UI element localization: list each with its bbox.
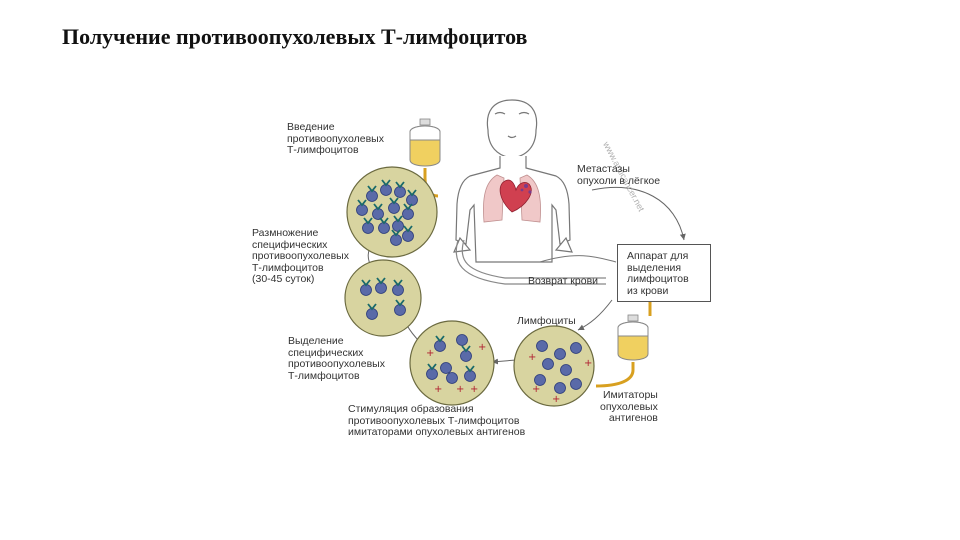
label-apparatus: Аппарат для выделения лимфоцитов из кров… (627, 250, 689, 297)
metastasis-arrow (591, 186, 686, 241)
lymphocyte-icon (542, 358, 554, 370)
label-metastases: Метастазы опухоли в лёгкое (577, 163, 661, 187)
lymphocyte-icon (356, 199, 368, 216)
antigen-icon: + (426, 348, 434, 359)
label-selection: Выделение специфических противоопухолевы… (288, 335, 385, 382)
lymphocyte-icon (534, 374, 546, 386)
lymphocyte-icon (366, 303, 378, 320)
lymphocyte-icon (392, 279, 404, 296)
antigen-icon: + (478, 342, 486, 353)
lymphocyte-icon (406, 189, 418, 206)
lymphocyte-icon (360, 279, 372, 296)
lymphocyte-icon (464, 365, 476, 382)
antigen-icon: + (552, 394, 560, 405)
lymphocyte-icon (362, 217, 374, 234)
lymphocyte-icon (570, 378, 582, 390)
lymphocyte-icon (378, 217, 390, 234)
lymphocyte-icon (375, 277, 387, 294)
label-stimulation: Стимуляция образования противоопухолевых… (348, 403, 526, 438)
page-title: Получение противоопухолевых Т-лимфоцитов (62, 24, 528, 49)
antigen-icon: + (434, 384, 442, 395)
infusion-bag-icon (409, 118, 441, 198)
lymphocyte-icon (560, 364, 572, 376)
lymphocyte-icon (402, 203, 414, 220)
label-infusion: Введение противоопухолевых Т-лимфоцитов (287, 121, 384, 156)
label-proliferation: Размножение специфических противоопухоле… (252, 227, 349, 285)
lymphocyte-icon (366, 185, 378, 202)
apparatus-box (617, 244, 711, 302)
lymphocyte-icon (460, 345, 472, 362)
label-blood-return: Возврат крови (528, 275, 599, 287)
infusion-bag-icon (595, 300, 652, 388)
label-lymphocytes: Лимфоциты (517, 315, 576, 327)
lymphocyte-icon (554, 382, 566, 394)
lymphocyte-icon (554, 348, 566, 360)
lymphocyte-icon (388, 197, 400, 214)
human-figure-icon (453, 99, 573, 263)
lymphocyte-icon (570, 342, 582, 354)
lymphocyte-icon (456, 334, 468, 346)
antigen-icon: + (470, 384, 478, 395)
lymphocyte-icon (394, 181, 406, 198)
lymphocyte-icon (402, 225, 414, 242)
lymphocyte-icon (536, 340, 548, 352)
label-imitators: Имитаторы опухолевых антигенов (600, 389, 658, 424)
antigen-icon: + (584, 358, 592, 369)
lymphocyte-icon (372, 203, 384, 220)
to-apparatus-arrow (539, 255, 617, 263)
arrow-lymphocytes-to-stimulation (491, 358, 517, 365)
selection-circle (344, 259, 422, 337)
antigen-icon: + (532, 384, 540, 395)
cell-layer: + + + + + + + + + (356, 179, 592, 405)
lymphocyte-icon (390, 229, 402, 246)
lymphocyte-icon (440, 362, 452, 374)
metastasis-dots (520, 184, 532, 194)
blood-out-line (455, 239, 606, 285)
lymphocyte-icon (394, 299, 406, 316)
lymphocyte-icon (426, 363, 438, 380)
antigen-icon: + (456, 384, 464, 395)
lymphocyte-icon (434, 335, 446, 352)
antigen-icon: + (528, 352, 536, 363)
stimulation-circle (409, 320, 495, 406)
lymphocyte-icon (446, 372, 458, 384)
lymphocyte-icon (380, 179, 392, 196)
arrow-apparatus-to-lymphocytes (577, 299, 613, 331)
